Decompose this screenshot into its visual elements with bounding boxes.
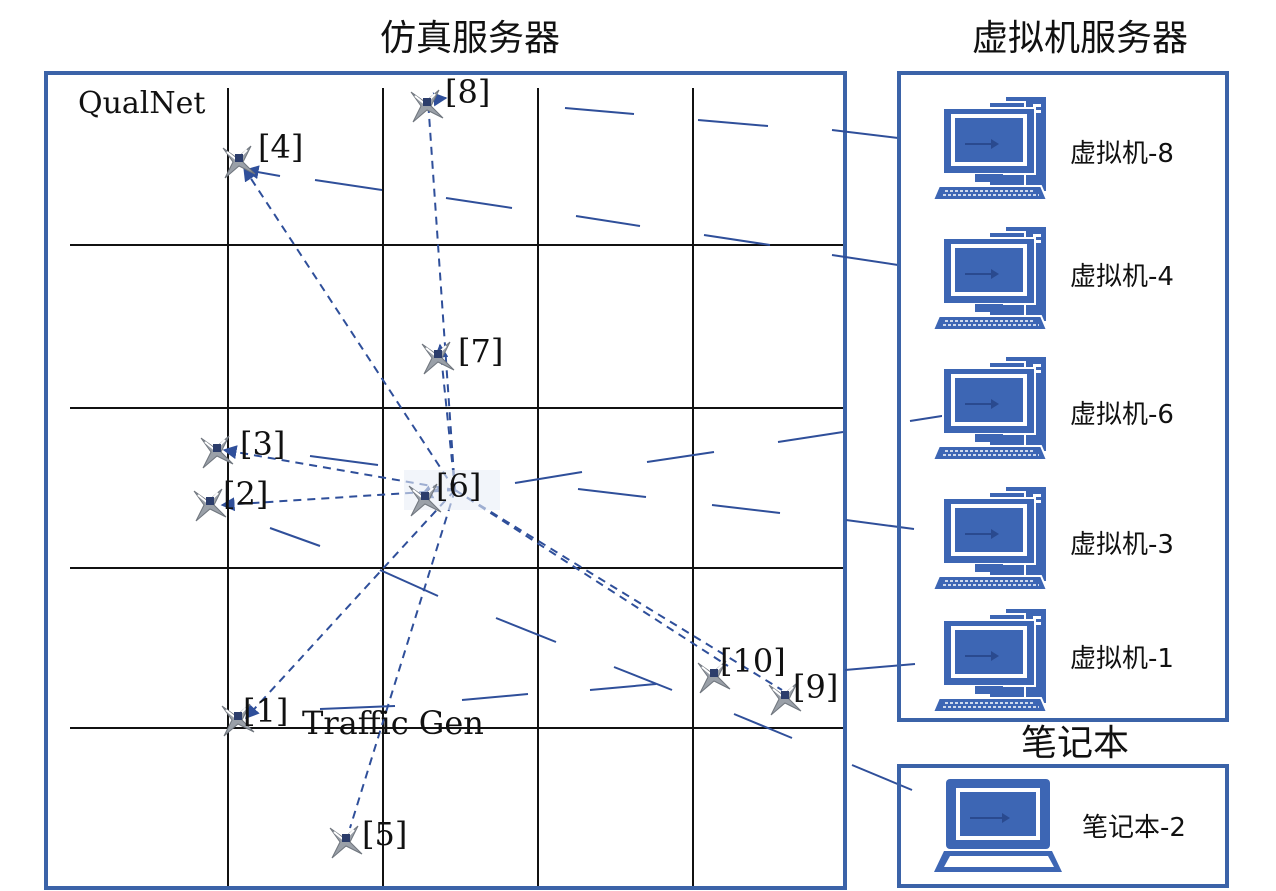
computer-icon (932, 95, 1048, 201)
sim-node-1: [1] (221, 692, 288, 737)
computer-icon (932, 355, 1048, 461)
vm-server-frame (897, 71, 1229, 722)
sim-server-heading: 仿真服务器 (380, 18, 560, 59)
vm-1-label: 虚拟机-1 (1070, 644, 1174, 674)
laptop-2-label: 笔记本-2 (1082, 813, 1186, 843)
node-9-label: [9] (793, 668, 838, 706)
sim-grid (70, 88, 843, 886)
sim-node-6: [6] (404, 467, 500, 517)
qualnet-label: QualNet (78, 86, 205, 121)
vm-3: 虚拟机-3 (932, 485, 1174, 591)
sim-node-2: [2] (193, 475, 268, 522)
sim-node-7: [7] (421, 332, 503, 375)
traffic-gen-label: Traffic Gen (302, 704, 484, 742)
computer-icon (932, 485, 1048, 591)
laptop-section-heading: 笔记本 (1021, 723, 1129, 764)
sim-node-9: [9] (768, 668, 838, 716)
sim-node-3: [3] (200, 425, 285, 469)
sim-node-4: [4] (222, 128, 303, 179)
vm-6: 虚拟机-6 (932, 355, 1174, 461)
node-4-label: [4] (258, 128, 303, 166)
vm-4: 虚拟机-4 (932, 225, 1174, 331)
vm-1: 虚拟机-1 (932, 607, 1174, 713)
computer-icon (932, 225, 1048, 331)
sim-node-5: [5] (329, 815, 407, 859)
node-1-label: [1] (243, 692, 288, 730)
vm-server-heading: 虚拟机服务器 (972, 18, 1188, 59)
sim-node-8: [8] (410, 73, 490, 123)
vm-4-label: 虚拟机-4 (1070, 262, 1174, 292)
node-8-label: [8] (445, 73, 490, 111)
node-5-label: [5] (362, 815, 407, 853)
node-10-label: [10] (720, 642, 786, 680)
computer-icon (932, 607, 1048, 713)
vm-6-label: 虚拟机-6 (1070, 400, 1174, 430)
vm-8-label: 虚拟机-8 (1070, 139, 1174, 169)
vm-mapping-lines (244, 107, 997, 791)
node-7-label: [7] (458, 332, 503, 370)
laptop-frame (897, 764, 1229, 888)
vm-3-label: 虚拟机-3 (1070, 530, 1174, 560)
node-6-label: [6] (436, 467, 481, 505)
node-3-label: [3] (240, 425, 285, 463)
vm-8: 虚拟机-8 (932, 95, 1174, 201)
node-2-label: [2] (223, 475, 268, 513)
laptop-2: 笔记本-2 (934, 779, 1186, 872)
laptop-icon (934, 779, 1062, 872)
sim-server-frame (44, 71, 847, 890)
sim-node-10: [10] (697, 642, 786, 694)
